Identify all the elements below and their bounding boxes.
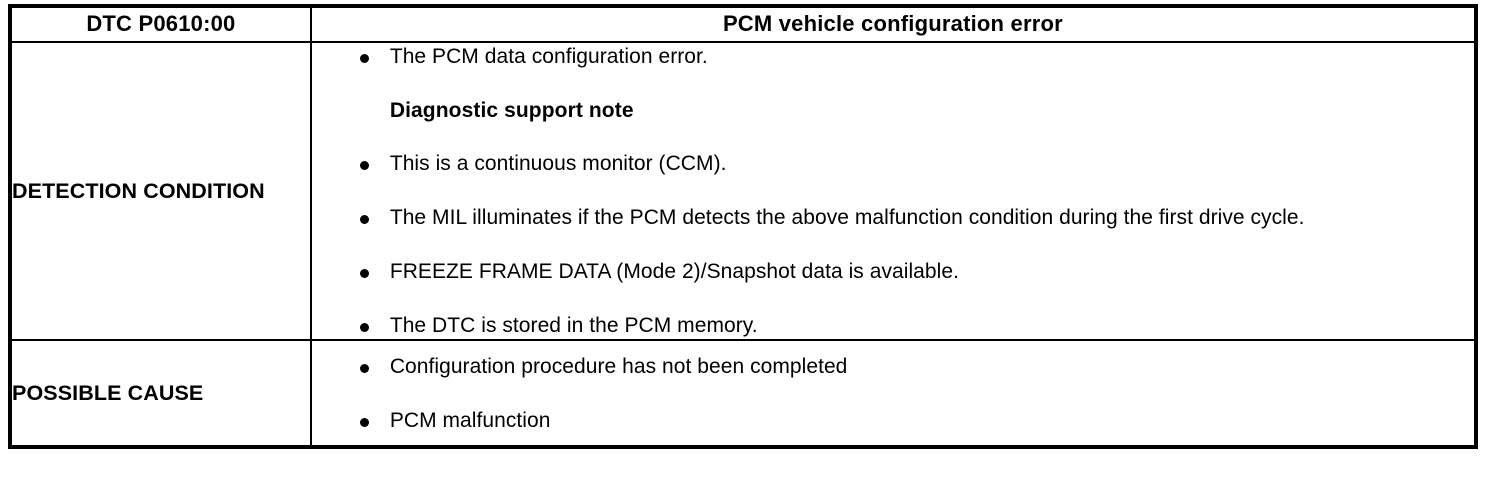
dtc-title-cell: PCM vehicle configuration error	[309, 5, 1478, 43]
list-item: The MIL illuminates if the PCM detects t…	[312, 204, 1474, 232]
possible-cause-label: POSSIBLE CAUSE	[9, 339, 312, 448]
bullet-icon	[359, 364, 369, 374]
list-item: This is a continuous monitor (CCM).	[312, 150, 1474, 178]
bullet-icon	[359, 54, 369, 63]
list-item-text: Configuration procedure has not been com…	[389, 355, 848, 379]
bullet-icon	[359, 268, 369, 278]
dtc-code-cell: DTC P0610:00	[9, 5, 312, 43]
table-header-row: DTC P0610:00 PCM vehicle configuration e…	[9, 5, 1478, 43]
detection-condition-list: The PCM data configuration error. Diagno…	[312, 43, 1474, 339]
note-heading-text: Diagnostic support note	[389, 98, 634, 122]
list-item-text: This is a continuous monitor (CCM).	[389, 152, 727, 176]
bullet-icon	[359, 215, 369, 225]
possible-cause-list: Configuration procedure has not been com…	[312, 353, 1474, 434]
list-item: The DTC is stored in the PCM memory.	[312, 312, 1474, 340]
diagnostic-support-note-heading: Diagnostic support note	[312, 97, 1474, 125]
bullet-icon	[359, 322, 369, 332]
table-row-detection-condition: DETECTION CONDITION The PCM data configu…	[9, 40, 1478, 342]
dtc-diagnostic-table: DTC P0610:00 PCM vehicle configuration e…	[8, 4, 1478, 449]
list-item: FREEZE FRAME DATA (Mode 2)/Snapshot data…	[312, 258, 1474, 286]
list-item: PCM malfunction	[312, 407, 1474, 435]
detection-condition-label: DETECTION CONDITION	[9, 40, 312, 342]
detection-condition-content: The PCM data configuration error. Diagno…	[309, 40, 1478, 342]
list-item-text: FREEZE FRAME DATA (Mode 2)/Snapshot data…	[389, 259, 959, 283]
list-item-text: PCM malfunction	[389, 409, 551, 433]
list-item-text: The MIL illuminates if the PCM detects t…	[389, 206, 1305, 230]
list-item-text: The DTC is stored in the PCM memory.	[389, 313, 758, 337]
possible-cause-content: Configuration procedure has not been com…	[309, 339, 1478, 448]
bullet-icon	[359, 418, 369, 428]
bullet-icon	[359, 161, 369, 171]
list-item: The PCM data configuration error.	[312, 43, 1474, 71]
list-item-text: The PCM data configuration error.	[389, 45, 708, 68]
table-row-possible-cause: POSSIBLE CAUSE Configuration procedure h…	[9, 339, 1478, 448]
list-item: Configuration procedure has not been com…	[312, 353, 1474, 381]
